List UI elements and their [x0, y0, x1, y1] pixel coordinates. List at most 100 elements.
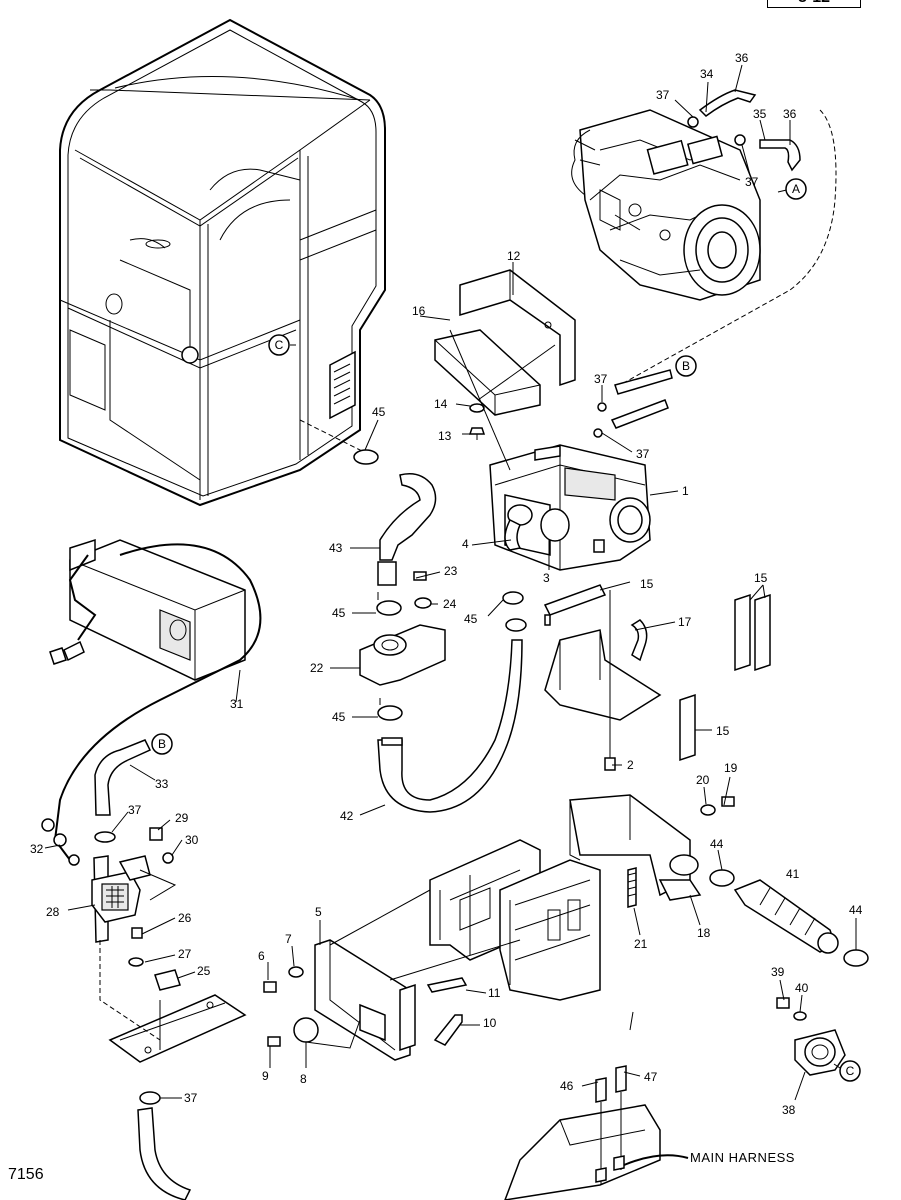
- bracket-assembly: [434, 269, 576, 440]
- callout-22: 22: [310, 661, 324, 675]
- cable-31: [53, 543, 262, 861]
- callout-4: 4: [462, 537, 469, 551]
- callout-45d: 45: [332, 710, 346, 724]
- callout-27: 27: [178, 947, 192, 961]
- callout-17: 17: [678, 615, 692, 629]
- heater-unit: [489, 444, 651, 571]
- callout-37: 37: [656, 88, 670, 102]
- knob-8: [293, 1017, 319, 1043]
- callout-16: 16: [412, 304, 426, 318]
- cab-frame: [59, 18, 386, 507]
- screw-6: [263, 981, 277, 993]
- hose-small: [759, 139, 801, 172]
- screw-9: [267, 1036, 281, 1047]
- callout-2: 2: [627, 758, 634, 772]
- main-harness-label: MAIN HARNESS: [690, 1150, 795, 1165]
- clamp-45: [502, 591, 524, 605]
- nut-32: [41, 818, 55, 832]
- callout-12: 12: [507, 249, 521, 263]
- callout-7: 7: [285, 932, 292, 946]
- marker-c-flange: C: [846, 1064, 855, 1078]
- clamp-37: [94, 831, 116, 843]
- callout-37c: 37: [594, 372, 608, 386]
- control-panel-5: [314, 889, 521, 1061]
- callout-44: 44: [710, 837, 724, 851]
- callout-46: 46: [560, 1079, 574, 1093]
- callout-33: 33: [155, 777, 169, 791]
- harness-connectors: [504, 1065, 689, 1200]
- marker-a: A: [792, 182, 800, 196]
- marker-b-engine: B: [682, 359, 690, 373]
- callout-45b: 45: [332, 606, 346, 620]
- callout-36: 36: [735, 51, 749, 65]
- hose-bottom: [137, 1107, 192, 1200]
- callout-45: 45: [372, 405, 386, 419]
- callout-34: 34: [700, 67, 714, 81]
- callout-37e: 37: [128, 803, 142, 817]
- washer-20: [700, 804, 716, 816]
- callout-37d: 37: [636, 447, 650, 461]
- marker-c-cab: C: [275, 338, 284, 352]
- callout-numbers: 1 2 3 4 5 6 7 8 9 10 11 12 13 14 15 15 1…: [30, 51, 863, 1117]
- callout-19: 19: [724, 761, 738, 775]
- callout-37f: 37: [184, 1091, 198, 1105]
- bolt-39: [776, 997, 790, 1009]
- callout-40: 40: [795, 981, 809, 995]
- callout-13: 13: [438, 429, 452, 443]
- callout-39: 39: [771, 965, 785, 979]
- hose-end: [377, 561, 397, 586]
- callout-15c: 15: [716, 724, 730, 738]
- callout-5: 5: [315, 905, 322, 919]
- callout-18: 18: [697, 926, 711, 940]
- washer-32: [68, 854, 80, 866]
- bracket-25: [154, 969, 181, 991]
- page-code-box: 8-12: [767, 0, 861, 8]
- washer-7: [288, 966, 304, 978]
- water-valve-28: [91, 855, 177, 943]
- callout-44b: 44: [849, 903, 863, 917]
- callout-8: 8: [300, 1072, 307, 1086]
- hose-clamp: [593, 428, 603, 438]
- clamp-45: [353, 449, 379, 465]
- callout-36b: 36: [783, 107, 797, 121]
- washer-27: [128, 957, 144, 967]
- strip-11: [426, 977, 468, 993]
- callout-3: 3: [543, 571, 550, 585]
- hose-43: [379, 473, 437, 561]
- clamp-44: [709, 869, 735, 887]
- leader-lines: [44, 64, 857, 1101]
- callout-15: 15: [640, 577, 654, 591]
- control-box: [69, 538, 246, 681]
- clamp-37: [139, 1091, 161, 1105]
- lever-10: [433, 1014, 463, 1046]
- nut-32: [53, 833, 67, 847]
- washer-30: [162, 852, 174, 864]
- screw-26: [131, 927, 143, 939]
- pipe: [610, 399, 669, 429]
- callout-20: 20: [696, 773, 710, 787]
- hose-clamp: [687, 116, 699, 128]
- hose-upper: [698, 89, 757, 117]
- base-plate: [108, 994, 247, 1063]
- callout-10: 10: [483, 1016, 497, 1030]
- callout-31: 31: [230, 697, 244, 711]
- washer-24: [414, 597, 432, 609]
- hose-end-top: [505, 618, 527, 632]
- callout-32: 32: [30, 842, 44, 856]
- callout-29: 29: [175, 811, 189, 825]
- hose-clamp: [597, 402, 607, 412]
- callout-42: 42: [340, 809, 354, 823]
- callout-41: 41: [786, 867, 800, 881]
- callout-14: 14: [434, 397, 448, 411]
- callout-45c: 45: [464, 612, 478, 626]
- callout-15b: 15: [754, 571, 768, 585]
- bolt-29: [149, 827, 163, 841]
- elbow-4: [504, 518, 522, 551]
- callout-23: 23: [444, 564, 458, 578]
- callout-9: 9: [262, 1069, 269, 1083]
- callout-24: 24: [443, 597, 457, 611]
- mount-plate: [543, 584, 771, 771]
- callout-37b: 37: [745, 175, 759, 189]
- callout-38: 38: [782, 1103, 796, 1117]
